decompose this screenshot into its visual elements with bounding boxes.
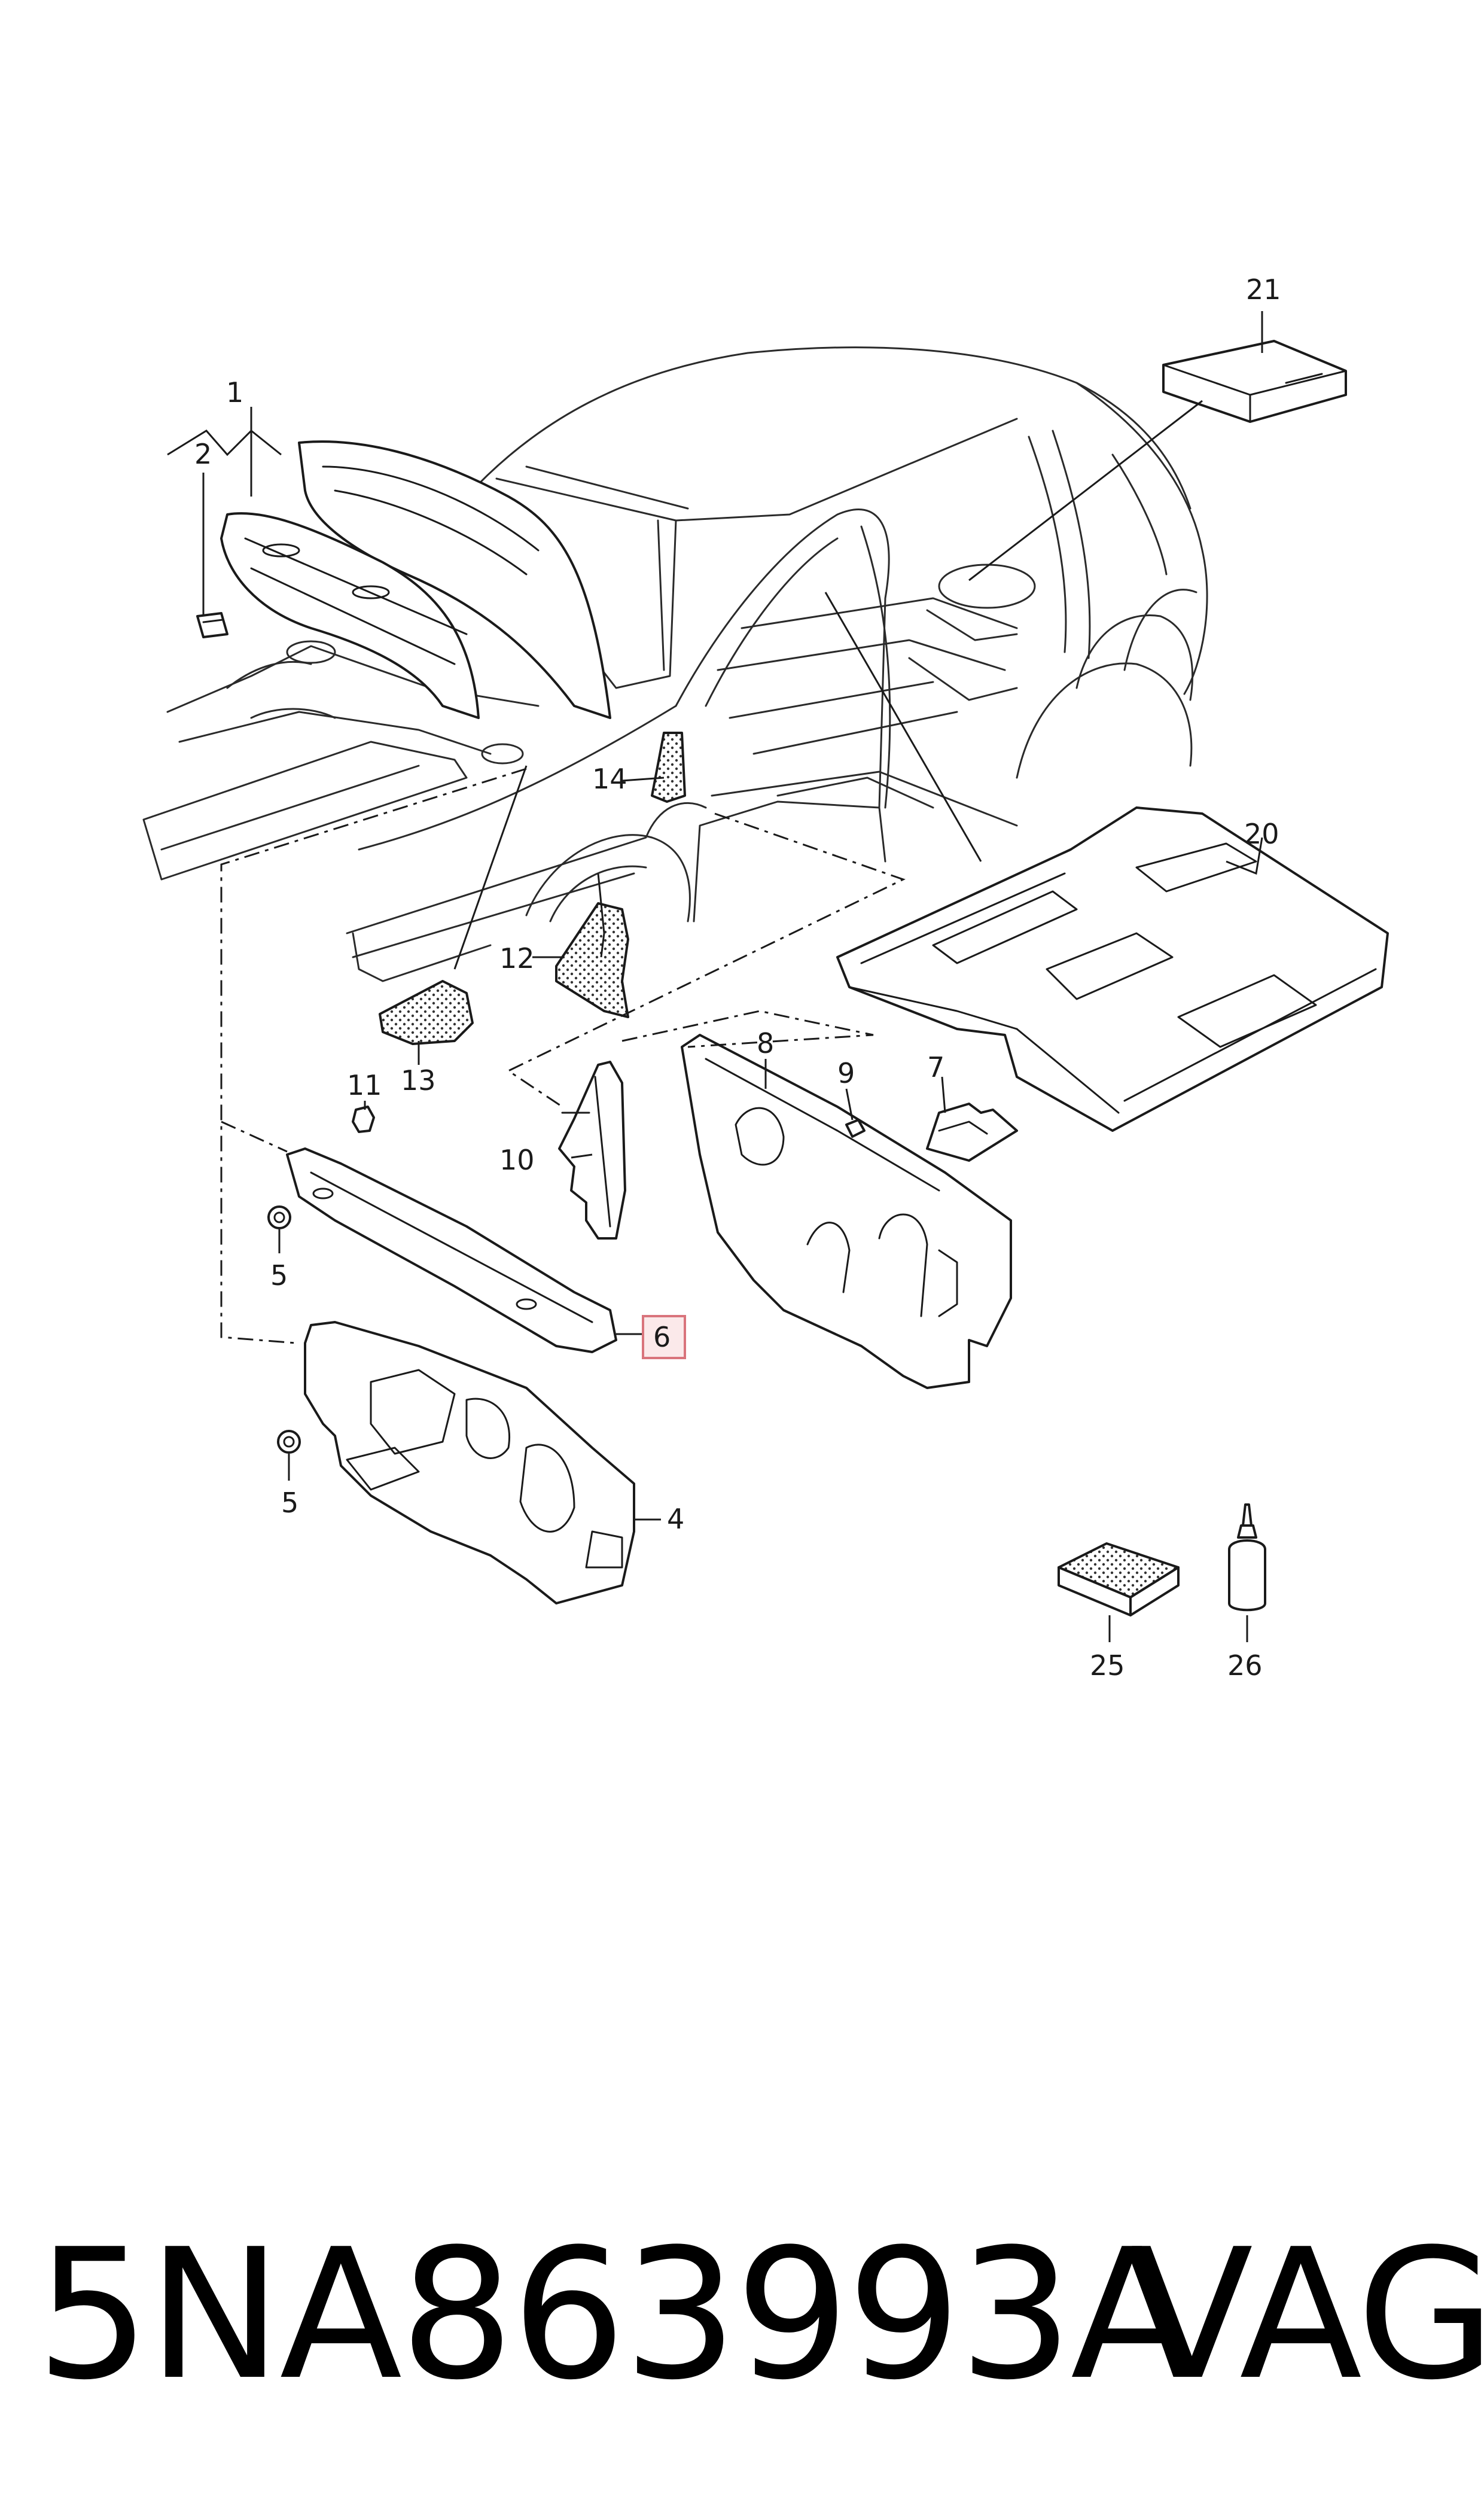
grommet-part-5-lower xyxy=(277,1430,301,1454)
brand-label: VAG xyxy=(1130,2211,1484,2419)
part-number: 5NA863993A xyxy=(36,2211,1193,2419)
callout-5-lower: 5 xyxy=(281,1487,298,1519)
insulation-part-12 xyxy=(555,902,629,1018)
nut-part-9 xyxy=(845,1119,866,1138)
insulation-part-10 xyxy=(558,1061,626,1240)
floor-covering-part-20 xyxy=(836,806,1389,1132)
vehicle-body-shell xyxy=(142,346,1208,982)
leader-lines xyxy=(167,311,1263,1642)
foam-pad-part-25 xyxy=(1058,1542,1180,1616)
callout-11: 11 xyxy=(347,1069,382,1101)
callout-5-upper: 5 xyxy=(270,1259,288,1292)
insulation-strip-part-6 xyxy=(286,1147,617,1353)
callout-2: 2 xyxy=(194,438,212,470)
hood-insulation-part-1 xyxy=(220,440,611,719)
callout-25: 25 xyxy=(1090,1649,1125,1682)
callout-7: 7 xyxy=(927,1051,944,1083)
clip-part-2 xyxy=(196,612,228,638)
callout-14: 14 xyxy=(592,763,627,795)
fastener-part-11 xyxy=(352,1106,375,1133)
callout-13: 13 xyxy=(401,1064,436,1097)
box-part-21 xyxy=(1162,340,1347,423)
insulation-part-14 xyxy=(651,732,686,803)
callout-9: 9 xyxy=(837,1057,855,1089)
adhesive-bottle-part-26 xyxy=(1228,1503,1266,1612)
grommet-part-5-upper xyxy=(267,1205,291,1229)
bracket-part-7 xyxy=(926,1103,1018,1162)
insulation-part-8 xyxy=(681,1034,1012,1389)
callout-26: 26 xyxy=(1227,1649,1263,1682)
callout-10: 10 xyxy=(499,1144,535,1176)
callout-21: 21 xyxy=(1246,273,1281,306)
highlight-box-callout-6 xyxy=(642,1315,686,1359)
callout-8: 8 xyxy=(757,1027,774,1059)
linkage-lines xyxy=(220,768,906,1344)
callout-20: 20 xyxy=(1244,818,1279,850)
insulation-part-13 xyxy=(379,980,474,1045)
bulkhead-insulation-part-4 xyxy=(304,1321,635,1604)
callout-4: 4 xyxy=(667,1503,684,1535)
callout-12: 12 xyxy=(499,942,535,975)
callout-1: 1 xyxy=(226,376,243,409)
callout-labels: 1 2 21 20 14 12 13 11 10 8 9 7 6 5 5 4 2… xyxy=(194,273,1281,1682)
callout-6: 6 xyxy=(653,1321,671,1353)
